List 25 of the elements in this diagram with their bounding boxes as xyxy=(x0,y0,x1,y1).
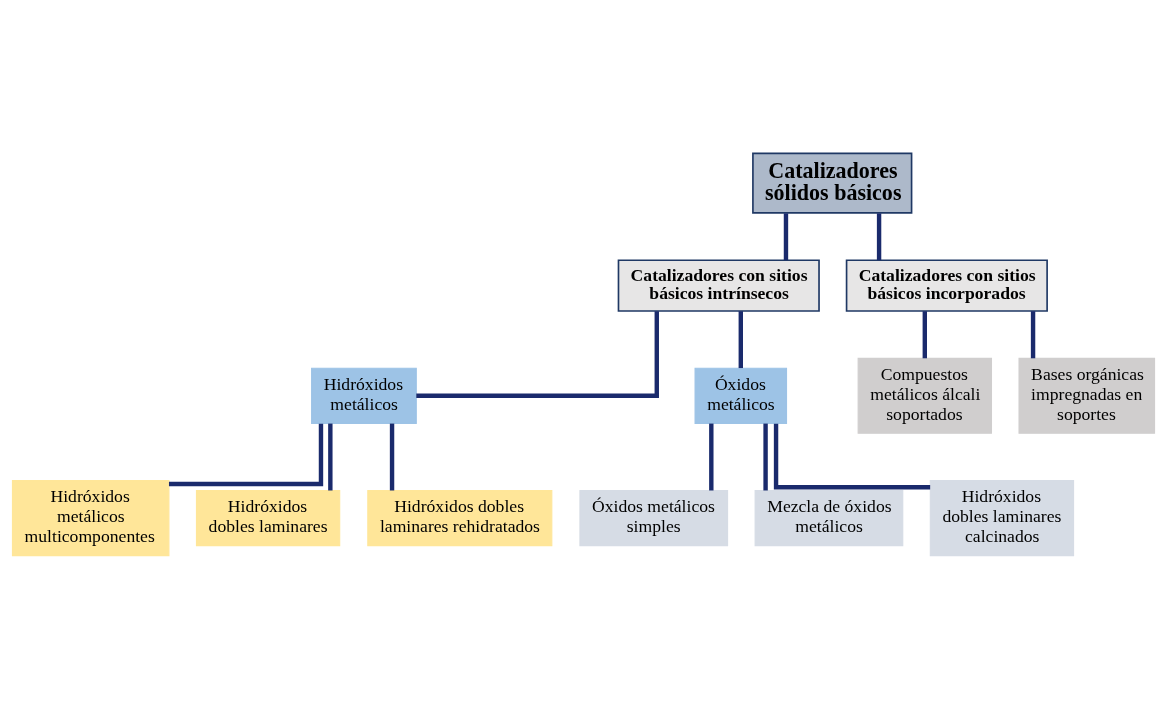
node-box: Hidróxidos metálicos multicomponentes xyxy=(11,479,170,556)
connector xyxy=(709,423,714,490)
node-box: Bases orgánicas impregnadas en soportes xyxy=(1018,357,1156,434)
node-box: Hidróxidos metálicos xyxy=(311,367,417,424)
node-box: Hidróxidos dobles laminares xyxy=(195,489,341,546)
node-box: Hidróxidos dobles laminares calcinados xyxy=(929,479,1075,556)
node-box: Compuestos metálicos álcali soportados xyxy=(857,357,992,434)
node-box: Óxidos metálicos xyxy=(694,367,788,424)
connector xyxy=(738,310,743,368)
connector xyxy=(168,423,324,486)
connector xyxy=(328,423,333,490)
node-box: Catalizadores sólidos básicos xyxy=(752,152,913,214)
connector xyxy=(416,310,659,398)
node-box: Catalizadores con sitios básicos intrínsecos xyxy=(617,258,820,312)
connector xyxy=(773,423,931,489)
connector xyxy=(783,212,789,260)
node-box: Hidróxidos dobles laminares rehidratados xyxy=(367,489,553,546)
connector xyxy=(876,212,882,260)
connector xyxy=(922,310,927,358)
connector xyxy=(389,423,395,490)
connector xyxy=(1030,310,1036,358)
connector xyxy=(763,423,768,490)
node-box: Óxidos metálicos simples xyxy=(579,489,729,546)
node-box: Mezcla de óxidos metálicos xyxy=(754,489,904,546)
node-box: Catalizadores con sitios básicos incorporados xyxy=(845,258,1048,312)
